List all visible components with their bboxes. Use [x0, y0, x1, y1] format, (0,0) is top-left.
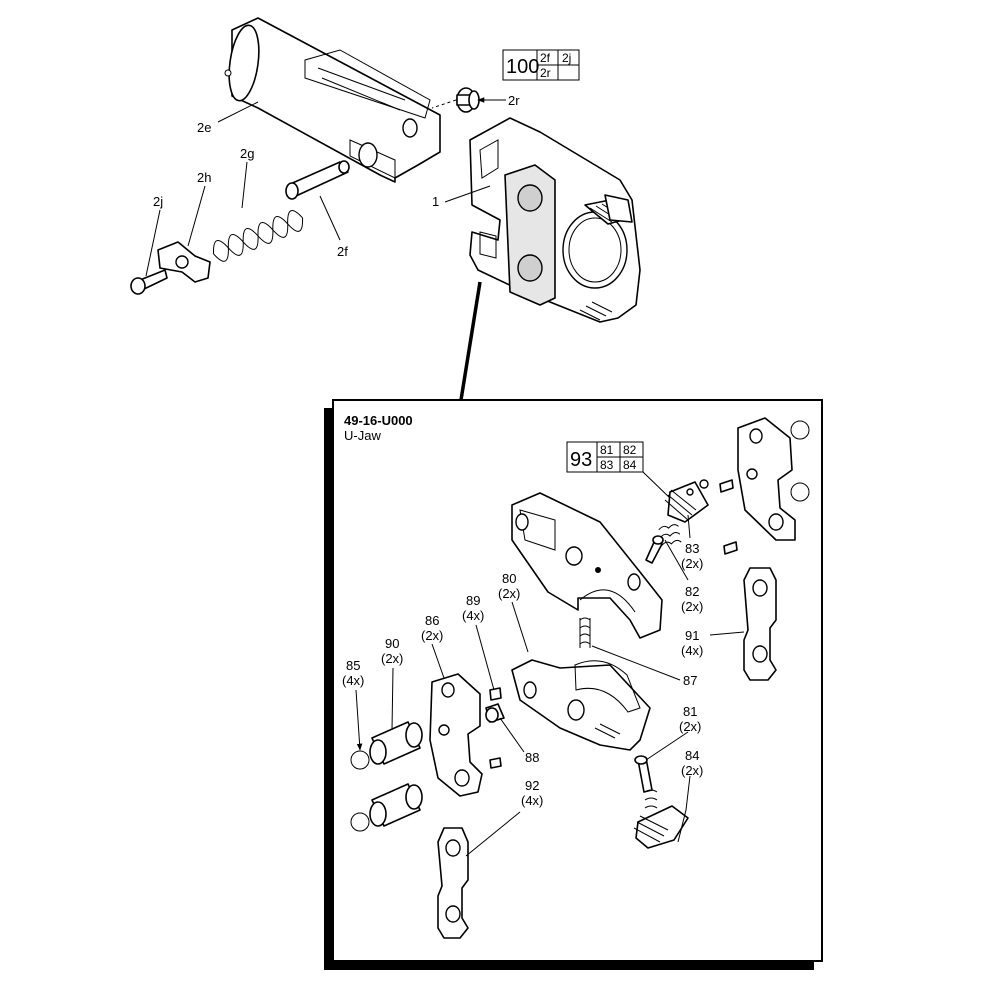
kit-box-100: 100 2f 2j 2r — [502, 49, 580, 81]
svg-text:(2x): (2x) — [498, 586, 520, 601]
label-89: 89 (4x) — [462, 593, 495, 691]
label-2j: 2j — [145, 194, 163, 277]
part-2h-wing-nut — [157, 241, 211, 283]
part-83-pin-top — [645, 535, 664, 564]
label-88: 88 — [499, 717, 539, 765]
svg-text:81: 81 — [600, 443, 614, 457]
label-86: 86 (2x) — [421, 613, 445, 679]
part-2f-long-pin — [285, 160, 350, 200]
part-1-u-jaw-assembly — [469, 117, 641, 323]
part-90-bushing-upper — [369, 721, 423, 765]
svg-text:88: 88 — [525, 750, 539, 765]
part-82-spring-top — [658, 524, 682, 546]
svg-text:(4x): (4x) — [342, 673, 364, 688]
part-85-retaining-rings-right — [790, 420, 810, 502]
svg-text:91: 91 — [685, 628, 699, 643]
svg-text:(2x): (2x) — [681, 599, 703, 614]
inset-subtitle: U-Jaw — [344, 428, 381, 443]
svg-text:2g: 2g — [240, 146, 254, 161]
part-2g-spring — [213, 210, 304, 262]
part-86-side-plate-left — [429, 673, 483, 797]
svg-text:90: 90 — [385, 636, 399, 651]
label-1: 1 — [432, 185, 491, 209]
part-80-lower-jaw — [511, 659, 651, 751]
svg-text:81: 81 — [683, 704, 697, 719]
part-80-upper-jaw — [511, 492, 663, 639]
label-2f: 2f — [319, 195, 348, 259]
svg-text:100: 100 — [506, 56, 539, 78]
inset-connector-line — [459, 281, 482, 401]
kit-box-93: 93 81 82 83 84 — [566, 441, 673, 501]
svg-text:2r: 2r — [540, 66, 551, 80]
part-92-shim — [437, 827, 469, 939]
part-87-spring-center — [579, 617, 591, 648]
label-83: 83 (2x) — [681, 514, 703, 571]
label-92: 92 (4x) — [465, 778, 543, 857]
inset-title: 49-16-U000 — [344, 413, 413, 428]
svg-text:82: 82 — [685, 584, 699, 599]
label-80: 80 (2x) — [498, 571, 529, 653]
part-88-dowel — [485, 703, 505, 723]
part-2e-cylinder-housing — [224, 17, 441, 183]
part-84-tooth-block-lower — [633, 805, 689, 849]
label-81: 81 (2x) — [645, 704, 701, 761]
part-84-tooth-block-top — [664, 479, 709, 523]
svg-text:2j: 2j — [153, 194, 163, 209]
svg-text:2f: 2f — [540, 51, 551, 65]
label-84-lower: 84 (2x) — [677, 748, 703, 843]
label-90: 90 (2x) — [381, 636, 403, 731]
part-82-spring-lower — [644, 789, 658, 809]
svg-text:2e: 2e — [197, 120, 211, 135]
svg-text:1: 1 — [432, 194, 439, 209]
svg-text:2j: 2j — [562, 51, 571, 65]
svg-text:(2x): (2x) — [681, 763, 703, 778]
svg-text:82: 82 — [623, 443, 637, 457]
svg-text:(2x): (2x) — [681, 556, 703, 571]
inset-frame — [324, 399, 823, 970]
svg-text:2r: 2r — [508, 93, 520, 108]
part-91-shim-right — [743, 567, 777, 681]
svg-text:89: 89 — [466, 593, 480, 608]
label-2r: 2r — [477, 93, 520, 108]
svg-text:84: 84 — [685, 748, 699, 763]
part-89-pins-left — [489, 687, 502, 769]
svg-text:(2x): (2x) — [421, 628, 443, 643]
label-91: 91 (4x) — [681, 628, 745, 658]
svg-text:84: 84 — [623, 458, 637, 472]
part-2r-pin — [431, 87, 480, 113]
label-2h: 2h — [187, 170, 211, 247]
svg-text:87: 87 — [683, 673, 697, 688]
part-90-bushing-lower — [369, 783, 423, 827]
label-87: 87 — [591, 645, 697, 688]
svg-text:83: 83 — [600, 458, 614, 472]
label-2g: 2g — [240, 146, 254, 209]
part-86-side-plate-right — [737, 417, 796, 541]
label-82-top: 82 (2x) — [664, 539, 703, 614]
svg-text:86: 86 — [425, 613, 439, 628]
svg-text:(4x): (4x) — [521, 793, 543, 808]
svg-text:(4x): (4x) — [462, 608, 484, 623]
svg-text:93: 93 — [570, 449, 592, 471]
part-89-pins-right — [719, 479, 738, 555]
part-85-retaining-rings-left — [350, 750, 370, 832]
svg-text:85: 85 — [346, 658, 360, 673]
svg-text:2f: 2f — [337, 244, 348, 259]
svg-text:80: 80 — [502, 571, 516, 586]
label-85: 85 (4x) — [342, 658, 364, 751]
svg-text:(4x): (4x) — [681, 643, 703, 658]
svg-text:(2x): (2x) — [679, 719, 701, 734]
svg-text:2h: 2h — [197, 170, 211, 185]
svg-text:83: 83 — [685, 541, 699, 556]
svg-text:92: 92 — [525, 778, 539, 793]
label-2e: 2e — [197, 101, 259, 135]
part-2j-screw — [130, 269, 168, 295]
svg-text:(2x): (2x) — [381, 651, 403, 666]
